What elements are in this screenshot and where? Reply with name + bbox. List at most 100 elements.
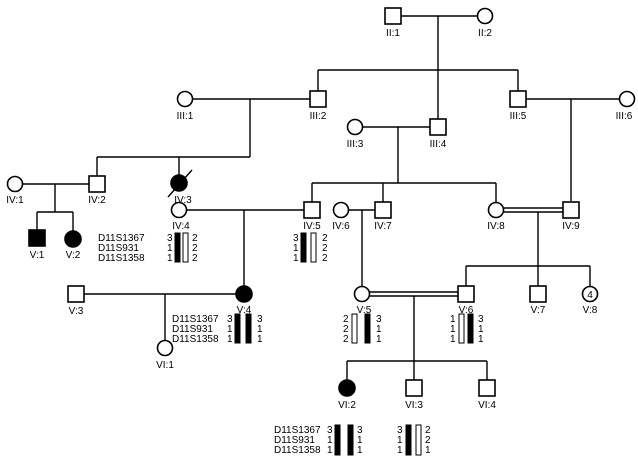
male-symbol-III5 xyxy=(509,90,527,108)
haplotype-V5: 2 2 2 3 1 1 xyxy=(343,313,382,345)
marker-names-VI2: D11S1367 D11S931 D11S1358 xyxy=(274,425,321,456)
male-symbol-III4 xyxy=(429,118,447,136)
allele-right: 1 xyxy=(425,445,431,456)
allele-left: 2 xyxy=(343,334,349,345)
pedigree-lines xyxy=(23,15,620,380)
allele-right: 3 xyxy=(257,314,263,325)
male-symbol-VI3 xyxy=(405,379,423,397)
allele-right: 1 xyxy=(376,324,382,335)
allele-right: 2 xyxy=(322,243,328,254)
female-symbol-IV8 xyxy=(487,201,505,219)
label-IV8: IV:8 xyxy=(487,221,505,232)
haplotype-bar-affected xyxy=(174,232,181,263)
female-symbol-III3 xyxy=(346,118,364,136)
haplotype-V4: 3 1 1 3 1 1 xyxy=(227,313,263,345)
label-IV1: IV:1 xyxy=(6,195,24,206)
marker-name: D11S1367 xyxy=(98,233,145,244)
female-affected-symbol-V2 xyxy=(64,230,82,248)
allele-right: 3 xyxy=(478,314,484,325)
individuals: 4 xyxy=(6,7,636,397)
male-symbol-V6 xyxy=(457,285,475,303)
allele-left: 3 xyxy=(293,233,299,244)
female-symbol-IV1 xyxy=(6,175,24,193)
label-IV2: IV:2 xyxy=(88,195,106,206)
allele-right: 2 xyxy=(322,233,328,244)
multiple-count-V8: 4 xyxy=(587,290,593,301)
label-IV9: IV:9 xyxy=(562,221,580,232)
label-V5: V:5 xyxy=(357,305,372,316)
label-VI1: VI:1 xyxy=(156,360,174,371)
male-symbol-III2 xyxy=(309,90,327,108)
marker-names-V4: D11S1367 D11S931 D11S1358 xyxy=(172,314,219,345)
haplotype-VI3: 3 1 1 2 2 1 xyxy=(397,424,431,456)
marker-name: D11S1367 xyxy=(274,425,321,436)
haplotype-bar-affected xyxy=(347,424,354,456)
label-II2: II:2 xyxy=(478,28,492,39)
label-IV5: IV:5 xyxy=(303,221,321,232)
female-affected-deceased-symbol-IV3 xyxy=(170,174,188,192)
haplotype-bar-normal xyxy=(351,313,358,344)
label-II1: II:1 xyxy=(386,28,400,39)
allele-left: 1 xyxy=(167,253,173,264)
marker-name: D11S931 xyxy=(274,435,315,446)
marker-names-IV4: D11S1367 D11S931 D11S1358 xyxy=(98,233,145,264)
label-VI2: VI:2 xyxy=(338,400,356,411)
haplotype-IV5: 3 1 1 2 2 2 xyxy=(293,232,328,264)
male-symbol-IV2 xyxy=(88,175,106,193)
male-symbol-IV5 xyxy=(303,201,321,219)
allele-left: 1 xyxy=(293,253,299,264)
allele-left: 3 xyxy=(167,233,173,244)
label-IV6: IV:6 xyxy=(332,221,350,232)
allele-left: 2 xyxy=(343,324,349,335)
haplotype-bar-affected xyxy=(234,313,241,344)
deceased-slash-IV3 xyxy=(167,169,193,198)
haplotype-IV4: 3 1 1 2 2 2 xyxy=(167,232,198,264)
male-symbol-IV9 xyxy=(562,201,580,219)
marker-name: D11S1367 xyxy=(172,314,219,325)
allele-right: 1 xyxy=(257,334,263,345)
allele-right: 3 xyxy=(376,314,382,325)
female-multiple-symbol-V8 xyxy=(581,285,599,303)
male-symbol-V3 xyxy=(67,285,85,303)
male-symbol-II1 xyxy=(384,7,402,25)
haplotype-bar-normal xyxy=(458,313,465,344)
allele-right: 2 xyxy=(192,243,198,254)
haplotype-bar-normal xyxy=(415,424,422,456)
allele-left: 3 xyxy=(227,314,233,325)
allele-right: 1 xyxy=(376,334,382,345)
allele-left: 1 xyxy=(293,243,299,254)
female-symbol-V5 xyxy=(353,285,371,303)
label-V2: V:2 xyxy=(66,250,81,261)
individual-labels: II:1 II:2 III:1 III:2 III:3 III:4 III:5 … xyxy=(6,28,632,411)
female-symbol-IV6 xyxy=(332,201,350,219)
allele-left: 1 xyxy=(167,243,173,254)
allele-left: 1 xyxy=(327,445,333,456)
allele-left: 2 xyxy=(343,314,349,325)
allele-left: 3 xyxy=(327,425,333,436)
female-symbol-II2 xyxy=(476,7,494,25)
haplotype-bar-affected xyxy=(467,313,474,344)
marker-names: D11S1367 D11S931 D11S1358 D11S1367 D11S9… xyxy=(98,233,321,456)
allele-left: 1 xyxy=(227,324,233,335)
female-symbol-III6 xyxy=(618,90,636,108)
allele-left: 1 xyxy=(450,314,456,325)
label-V7: V:7 xyxy=(531,305,546,316)
allele-left: 1 xyxy=(397,435,403,446)
label-IV3: IV:3 xyxy=(174,195,192,206)
allele-right: 2 xyxy=(192,253,198,264)
haplotype-bar-affected xyxy=(405,424,412,456)
label-V4: V:4 xyxy=(237,305,252,316)
allele-right: 2 xyxy=(322,253,328,264)
allele-left: 1 xyxy=(397,445,403,456)
label-IV4: IV:4 xyxy=(172,221,190,232)
allele-right: 1 xyxy=(478,324,484,335)
haplotype-bar-affected xyxy=(334,424,341,456)
label-III2: III:2 xyxy=(310,111,327,122)
allele-right: 1 xyxy=(478,334,484,345)
marker-name: D11S1358 xyxy=(98,253,145,264)
allele-left: 3 xyxy=(397,425,403,436)
haplotype-VI2: 3 1 1 3 1 1 xyxy=(327,424,363,456)
male-affected-symbol-V1 xyxy=(28,229,46,247)
haplotype-bar-affected xyxy=(364,313,371,344)
